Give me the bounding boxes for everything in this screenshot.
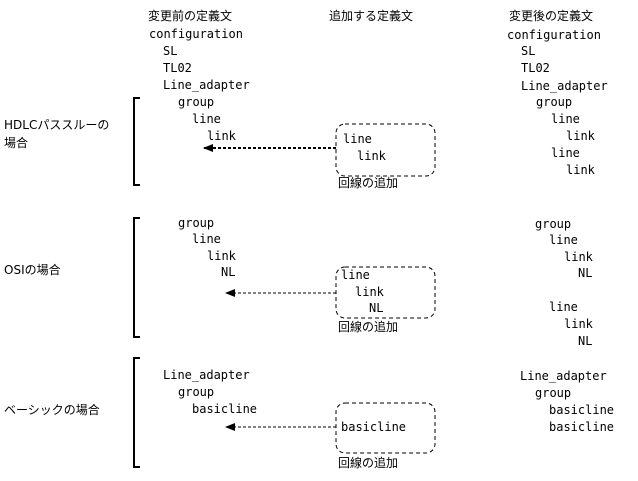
osi-added-line: line <box>341 268 370 282</box>
osi-section-label: OSIの場合 <box>4 263 61 277</box>
hdlc-before-line: line <box>192 112 221 126</box>
hdlc-section-label: HDLCパススルーの <box>4 118 110 132</box>
after-line-adapter: Line_adapter <box>521 79 608 93</box>
before-configuration: configuration <box>149 27 243 41</box>
osi-section-bracket <box>133 217 140 338</box>
before-tl02: TL02 <box>163 61 192 75</box>
osi-after-link-1: link <box>564 250 593 264</box>
osi-added-nl: NL <box>369 301 384 315</box>
after-column-header: 変更後の定義文 <box>509 9 594 23</box>
osi-after-link-2: link <box>564 317 593 331</box>
basic-before-line-adapter: Line_adapter <box>163 368 250 382</box>
hdlc-add-caption: 回線の追加 <box>338 176 399 190</box>
basic-section-label: ベーシックの場合 <box>4 403 100 417</box>
basic-added-basicline: basicline <box>341 420 407 434</box>
basic-section-bracket <box>133 357 140 468</box>
after-sl: SL <box>521 44 536 58</box>
osi-after-nl-1: NL <box>578 266 593 280</box>
basic-after-line-adapter: Line_adapter <box>520 369 607 383</box>
osi-after-line-1: line <box>549 233 578 247</box>
hdlc-after-line-1: line <box>551 112 580 126</box>
osi-add-caption: 回線の追加 <box>338 320 399 334</box>
osi-before-group: group <box>178 216 215 230</box>
hdlc-added-link: link <box>357 149 386 163</box>
basic-after-group: group <box>535 386 572 400</box>
osi-before-link: link <box>207 249 236 263</box>
before-column-header: 変更前の定義文 <box>148 9 233 23</box>
after-tl02: TL02 <box>521 61 550 75</box>
basic-before-group: group <box>178 385 215 399</box>
before-sl: SL <box>163 44 178 58</box>
osi-added-link: link <box>355 285 384 299</box>
hdlc-after-link-2: link <box>566 163 595 177</box>
osi-after-group: group <box>535 217 572 231</box>
osi-before-nl: NL <box>221 265 236 279</box>
basic-added-box <box>335 402 436 454</box>
basic-after-basicline-1: basicline <box>549 403 615 417</box>
hdlc-after-group: group <box>536 95 573 109</box>
after-configuration: configuration <box>507 28 601 42</box>
osi-after-nl-2: NL <box>578 334 593 348</box>
hdlc-after-line-2: line <box>551 146 580 160</box>
basic-after-basicline-2: basicline <box>549 420 615 434</box>
osi-before-line: line <box>192 232 221 246</box>
hdlc-before-group: group <box>178 95 215 109</box>
osi-after-line-2: line <box>549 300 578 314</box>
hdlc-section-bracket <box>133 97 140 186</box>
hdlc-added-line: line <box>343 132 372 146</box>
before-line-adapter: Line_adapter <box>163 78 250 92</box>
basic-add-caption: 回線の追加 <box>338 456 399 470</box>
basic-before-basicline: basicline <box>192 402 258 416</box>
hdlc-before-link: link <box>207 129 236 143</box>
add-column-header: 追加する定義文 <box>329 9 414 23</box>
hdlc-section-label-2: 場合 <box>4 136 29 150</box>
hdlc-added-box <box>335 123 436 177</box>
hdlc-after-link-1: link <box>566 129 595 143</box>
